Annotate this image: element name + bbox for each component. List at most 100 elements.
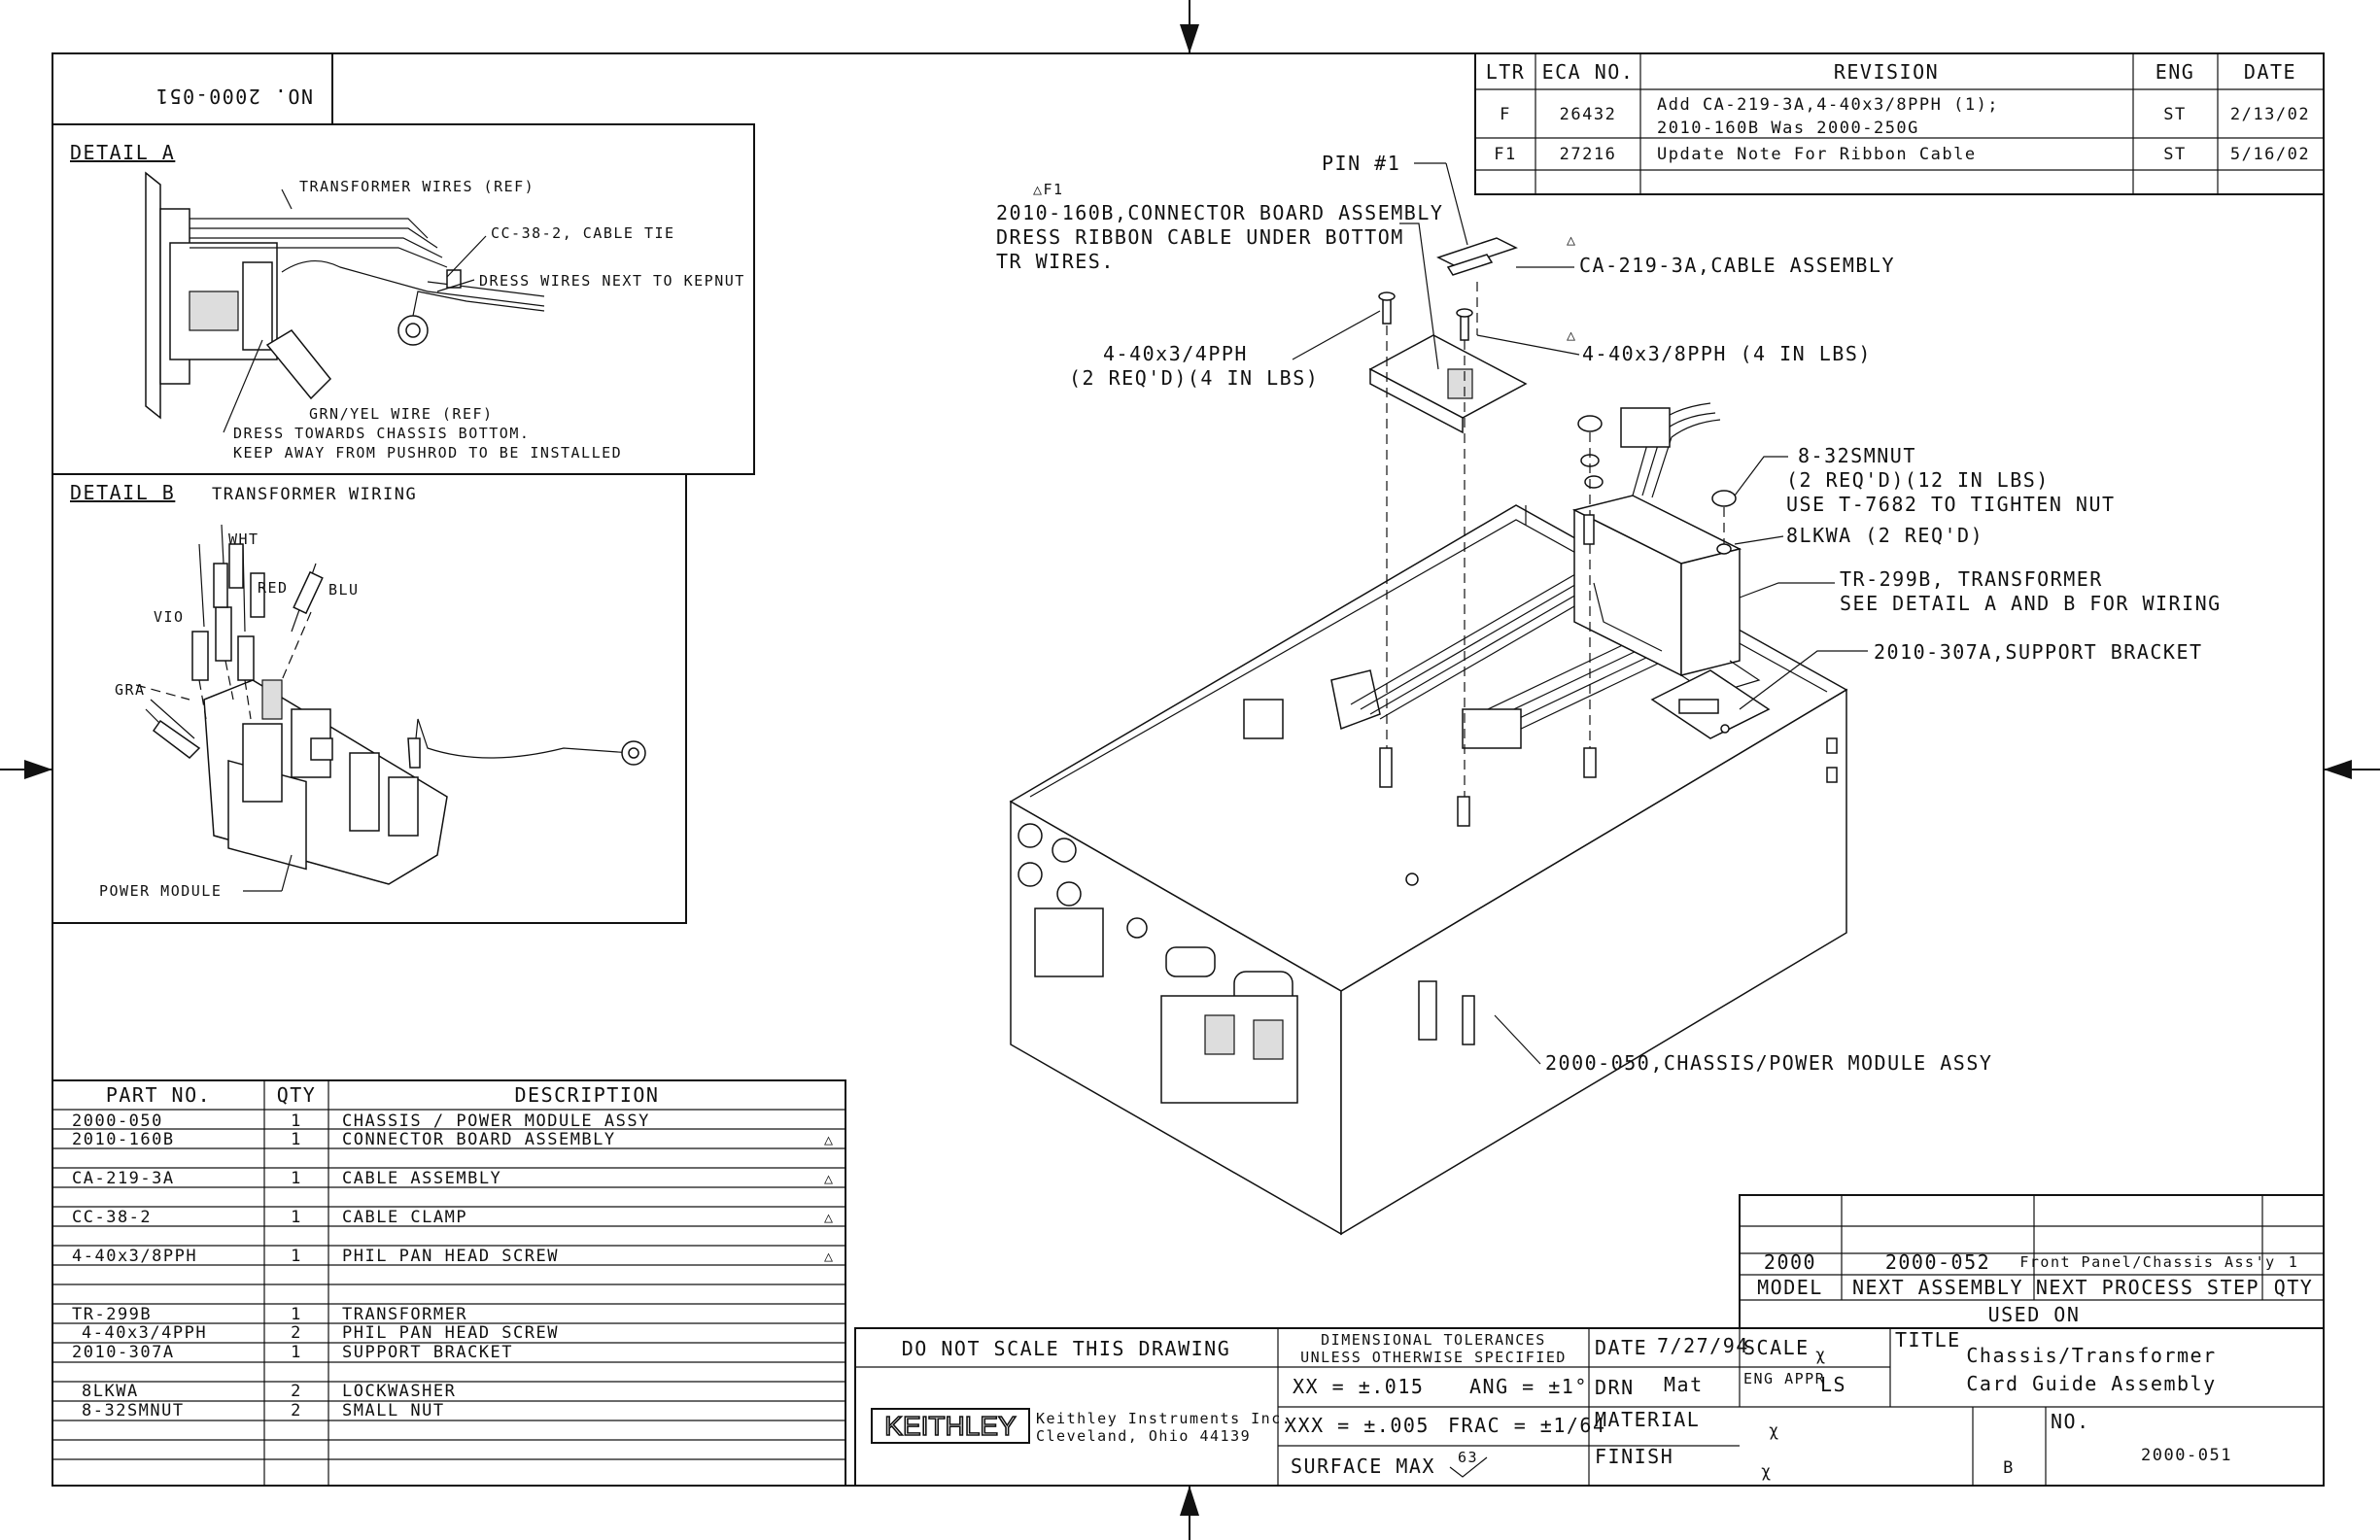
callout-dress-ribbon: DRESS RIBBON CABLE UNDER BOTTOM	[996, 225, 1404, 249]
callout-use-t7682: USE T-7682 TO TIGHTEN NUT	[1786, 493, 2116, 516]
used-on-header-qty: QTY	[2274, 1276, 2314, 1299]
parts-row3-flag-icon: △	[824, 1170, 835, 1187]
parts-header-description: DESCRIPTION	[515, 1083, 660, 1107]
parts-row4-flag-icon: △	[824, 1209, 835, 1226]
company-logo: KEITHLEY	[884, 1411, 1017, 1441]
detail-b: DETAIL B TRANSFORMER WIRING WHT RED BLU …	[52, 473, 687, 924]
parts-row5-flag-icon: △	[824, 1248, 835, 1265]
date-value: 7/27/94	[1657, 1334, 1749, 1357]
detail-a-label-grn-yel: GRN/YEL WIRE (REF)	[309, 405, 494, 423]
parts-list: PART NO. QTY DESCRIPTION 2000-050 1 CHAS…	[52, 1079, 846, 1487]
parts-row8-qty: 1	[291, 1343, 302, 1362]
callout-440x34: 4-40x3/4PPH	[1103, 342, 1248, 365]
exploded-assembly: PIN #1 △F1 2010-160B,CONNECTOR BOARD ASS…	[996, 152, 2222, 1236]
eng-appr-value: LS	[1820, 1373, 1846, 1396]
parts-row4-qty: 1	[291, 1208, 302, 1227]
parts-row5-desc: PHIL PAN HEAD SCREW	[342, 1247, 559, 1266]
callout-cable-assembly: CA-219-3A,CABLE ASSEMBLY	[1579, 254, 1895, 277]
detail-b-label-red: RED	[258, 579, 289, 597]
tol-frac: FRAC = ±1/64	[1448, 1414, 1606, 1437]
parts-row6-desc: TRANSFORMER	[342, 1305, 467, 1324]
used-on-caption: USED ON	[1988, 1303, 2081, 1326]
rev-row2-eca: 27216	[1560, 145, 1617, 164]
parts-row3-part: CA-219-3A	[72, 1169, 175, 1188]
parts-header-qty: QTY	[277, 1083, 317, 1107]
rev-header-revision: REVISION	[1834, 60, 1939, 84]
parts-row7-qty: 2	[291, 1323, 302, 1343]
detail-b-label-wht: WHT	[228, 530, 259, 548]
detail-b-label-blu: BLU	[328, 581, 360, 599]
rev-row1-rev1: Add CA-219-3A,4-40x3/8PPH (1);	[1657, 95, 1999, 115]
rev-header-eca: ECA NO.	[1542, 60, 1635, 84]
callout-see-detail: SEE DETAIL A AND B FOR WIRING	[1840, 592, 2222, 615]
parts-row4-part: CC-38-2	[72, 1208, 152, 1227]
parts-row6-part: TR-299B	[72, 1305, 152, 1324]
rev-row2-rev1: Update Note For Ribbon Cable	[1657, 145, 1977, 164]
detail-b-subtitle: TRANSFORMER WIRING	[212, 485, 417, 504]
detail-a-label-transformer-wires: TRANSFORMER WIRES (REF)	[299, 178, 535, 195]
parts-row2-flag-icon: △	[824, 1131, 835, 1148]
parts-row10-desc: SMALL NUT	[342, 1401, 445, 1420]
revision-table: LTR ECA NO. REVISION ENG DATE F 26432 Ad…	[1474, 52, 2325, 195]
parts-row9-part: 8LKWA	[82, 1382, 139, 1401]
callout-tr-wires: TR WIRES.	[996, 250, 1115, 273]
rev-row1-eca: 26432	[1560, 105, 1617, 124]
rev-header-ltr: LTR	[1486, 60, 1526, 84]
detail-b-label-power-module: POWER MODULE	[99, 882, 222, 900]
rev-row2-date: 5/16/02	[2230, 145, 2310, 164]
tol-header-2: UNLESS OTHERWISE SPECIFIED	[1300, 1349, 1567, 1366]
detail-b-label-gra: GRA	[115, 681, 146, 699]
surface-label: SURFACE MAX	[1291, 1454, 1435, 1478]
material-value: χ	[1769, 1421, 1780, 1441]
no-label: NO.	[2051, 1410, 2090, 1433]
parts-row10-qty: 2	[291, 1401, 302, 1420]
surface-finish-symbol-icon	[1449, 1456, 1488, 1478]
callout-832smnut: 8-32SMNUT	[1798, 444, 1916, 467]
parts-row8-desc: SUPPORT BRACKET	[342, 1343, 513, 1362]
used-on-qty: 1	[2289, 1253, 2299, 1271]
surface-value: 63	[1458, 1449, 1478, 1466]
parts-row9-qty: 2	[291, 1382, 302, 1401]
finish-label: FINISH	[1595, 1445, 1673, 1468]
drn-label: DRN	[1595, 1376, 1635, 1399]
used-on-next-step: Front Panel/Chassis Ass'y	[2019, 1253, 2275, 1271]
rev-row2-eng: ST	[2163, 145, 2186, 164]
parts-row3-qty: 1	[291, 1169, 302, 1188]
detail-a-title: DETAIL A	[70, 141, 175, 164]
callout-440x34-req: (2 REQ'D)(4 IN LBS)	[1069, 366, 1319, 390]
scale-label: SCALE	[1743, 1336, 1810, 1359]
finish-value: χ	[1761, 1462, 1773, 1482]
title-line-1: Chassis/Transformer	[1966, 1344, 2216, 1367]
company-line-1: Keithley Instruments Inc.	[1036, 1410, 1292, 1427]
parts-row4-desc: CABLE CLAMP	[342, 1208, 467, 1227]
tol-header-1: DIMENSIONAL TOLERANCES	[1321, 1331, 1546, 1349]
callout-chassis: 2000-050,CHASSIS/POWER MODULE ASSY	[1545, 1051, 1992, 1075]
used-on-next-assembly: 2000-052	[1885, 1250, 1990, 1274]
parts-header-part-no: PART NO.	[106, 1083, 211, 1107]
callout-connector-board: 2010-160B,CONNECTOR BOARD ASSEMBLY	[996, 201, 1443, 224]
parts-row9-desc: LOCKWASHER	[342, 1382, 456, 1401]
scale-value: χ	[1815, 1346, 1827, 1365]
flag-triangle-f-cable: △	[1567, 231, 1577, 249]
rev-header-date: DATE	[2244, 60, 2296, 84]
used-on-header-model: MODEL	[1757, 1276, 1823, 1299]
callout-pin1: PIN #1	[1322, 152, 1400, 175]
used-on-model: 2000	[1764, 1250, 1816, 1274]
callout-440x38: 4-40x3/8PPH (4 IN LBS)	[1582, 342, 1872, 365]
rotated-number-box: NO. 2000-051	[52, 52, 333, 125]
size-letter: B	[2003, 1458, 2015, 1478]
detail-a-label-cable-tie: CC-38-2, CABLE TIE	[491, 224, 675, 242]
parts-row1-desc: CHASSIS / POWER MODULE ASSY	[342, 1112, 650, 1131]
rotated-drawing-number: NO. 2000-051	[155, 85, 314, 108]
rev-row1-rev2: 2010-160B Was 2000-250G	[1657, 119, 1919, 138]
detail-a-label-dress-wires: DRESS WIRES NEXT TO KEPNUT	[479, 272, 745, 290]
detail-b-label-vio: VIO	[154, 608, 185, 626]
company-logo-box	[871, 1408, 1030, 1444]
title-label: TITLE	[1895, 1328, 1961, 1352]
parts-row5-qty: 1	[291, 1247, 302, 1266]
parts-row8-part: 2010-307A	[72, 1343, 175, 1362]
rev-row1-eng: ST	[2163, 105, 2186, 124]
tol-xxx: XXX = ±.005	[1285, 1414, 1430, 1437]
